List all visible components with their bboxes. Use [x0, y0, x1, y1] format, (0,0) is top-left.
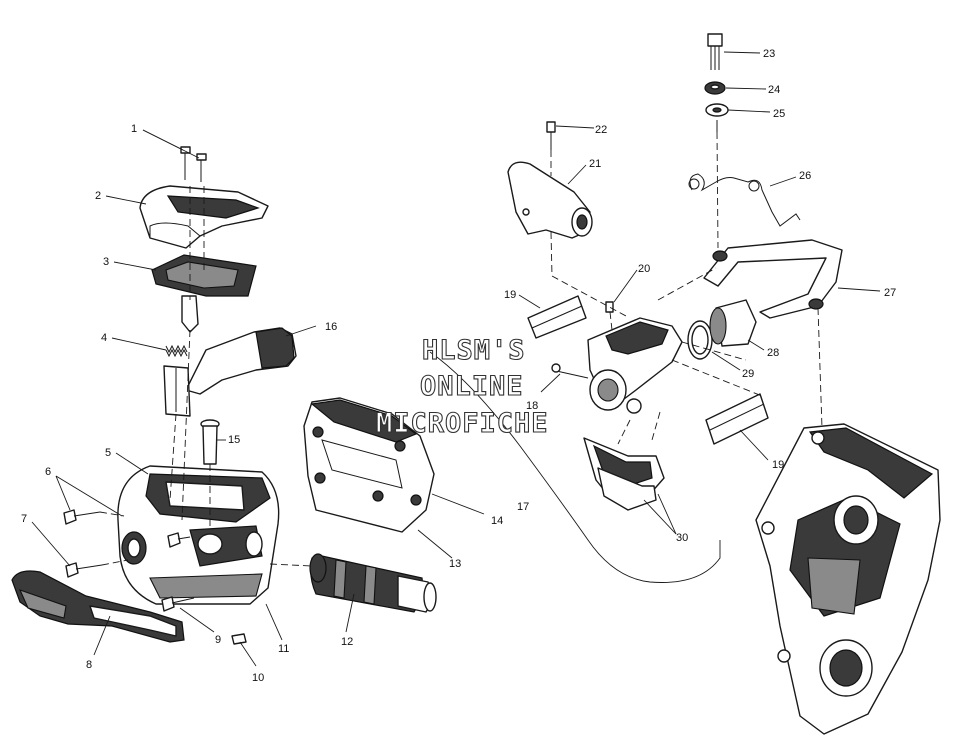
pad-plate-part-19-lower	[705, 393, 769, 445]
callout-3: 3	[103, 256, 109, 268]
callout-8: 8	[86, 659, 92, 671]
callout-1: 1	[131, 123, 137, 135]
piston-part-28	[709, 299, 757, 347]
cover-plate-parts-13-14	[303, 397, 435, 533]
callout-19-lower: 19	[772, 459, 784, 471]
chaincase-housing	[755, 423, 941, 735]
callout-18: 18	[526, 400, 538, 412]
shaft-part-12	[309, 553, 437, 613]
callout-2: 2	[95, 190, 101, 202]
watermark: HLSM'S ONLINE MICROFICHE	[375, 334, 549, 439]
throttle-housing-part-5	[117, 465, 280, 605]
callout-7: 7	[21, 513, 27, 525]
watermark-line-1: HLSM'S	[422, 335, 526, 366]
throttle-cover-part-2	[139, 185, 269, 249]
pin-part-15	[200, 419, 220, 465]
callout-10: 10	[252, 672, 264, 684]
callout-27: 27	[884, 287, 896, 299]
callout-13: 13	[449, 558, 461, 570]
callout-4: 4	[101, 332, 107, 344]
caliper-body	[551, 317, 683, 414]
callout-17: 17	[517, 501, 529, 513]
callout-14: 14	[491, 515, 503, 527]
callout-25: 25	[773, 108, 785, 120]
screws-parts-6-7-9	[63, 509, 195, 612]
callout-23: 23	[763, 48, 775, 60]
callout-28: 28	[767, 347, 779, 359]
callout-29: 29	[742, 368, 754, 380]
callout-20: 20	[638, 263, 650, 275]
callout-22: 22	[595, 124, 607, 136]
callout-6: 6	[45, 466, 51, 478]
watermark-line-3: MICROFICHE	[376, 408, 549, 439]
spring-part-4	[165, 344, 188, 358]
alignment-lines	[99, 131, 823, 567]
callout-26: 26	[799, 170, 811, 182]
callout-11: 11	[278, 643, 289, 655]
seal-ring-part-29	[687, 320, 713, 360]
callout-9: 9	[215, 634, 221, 646]
watermark-line-2: ONLINE	[420, 371, 524, 402]
leader-lines	[31, 51, 881, 667]
leader-17-curve	[429, 351, 721, 583]
bleeder-part-22	[546, 121, 556, 150]
callout-5: 5	[105, 447, 111, 459]
screw-part-1	[180, 146, 207, 182]
callout-24: 24	[768, 84, 780, 96]
nut-part-24	[704, 81, 726, 95]
pad-plate-part-19-upper	[527, 295, 587, 339]
screw-part-20	[605, 301, 614, 313]
callout-numbers: 1 2 3 4 5 6 7 8 9 10 11 12 13 14 15 16 1…	[21, 48, 896, 684]
gasket-part-3	[151, 254, 257, 333]
callout-21: 21	[589, 158, 601, 170]
spring-wire-part-26	[688, 173, 801, 227]
callout-19-upper: 19	[504, 289, 516, 301]
callout-12: 12	[341, 636, 353, 648]
callout-16: 16	[325, 321, 337, 333]
brake-pads-part-30	[583, 437, 665, 511]
clip-part-10	[231, 633, 247, 645]
callout-30: 30	[676, 532, 688, 544]
fitting-part-21	[507, 161, 593, 239]
callout-15: 15	[228, 434, 240, 446]
throttle-lever-part-16	[163, 327, 297, 417]
bolt-part-23	[707, 33, 723, 70]
brake-lever-part-8	[11, 570, 185, 643]
bracket-part-27	[703, 239, 843, 319]
washer-part-25	[705, 103, 729, 132]
